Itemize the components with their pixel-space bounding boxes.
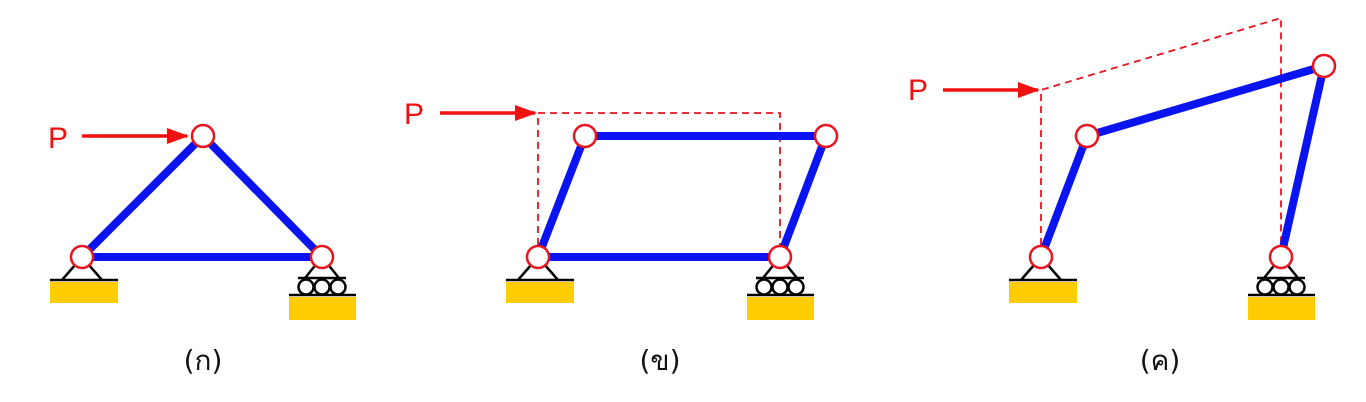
roller-wheel-icon	[313, 278, 331, 296]
member	[776, 132, 830, 261]
roller-wheel-icon	[787, 278, 805, 296]
load-label: P	[908, 74, 928, 107]
figure-2: P (ข)	[404, 98, 839, 377]
displaced-shape-dashed	[537, 112, 781, 257]
hinge-node	[767, 244, 793, 270]
load-label: P	[48, 122, 68, 155]
hinge-node	[69, 244, 95, 270]
ground-block	[1248, 297, 1315, 320]
figure-caption: (ก)	[184, 344, 223, 377]
ground-block	[50, 282, 118, 303]
hinge-node	[572, 123, 598, 149]
roller-wheel-icon	[297, 278, 315, 296]
hinge-node	[309, 244, 335, 270]
hinge-node	[525, 244, 551, 270]
ground-block	[289, 297, 356, 320]
roller-wheel-icon	[329, 278, 347, 296]
member	[1277, 62, 1328, 261]
ground-block	[1009, 282, 1077, 303]
roller-support-icon	[289, 256, 356, 297]
hinge-node	[1311, 53, 1337, 79]
hinge-node	[190, 123, 216, 149]
hinge-node	[1268, 244, 1294, 270]
ground-block	[506, 282, 574, 303]
roller-support-icon	[747, 256, 814, 297]
roller-wheel-icon	[755, 278, 773, 296]
figure-caption: (ข)	[640, 344, 681, 377]
member	[199, 132, 326, 261]
figure-1: P (ก)	[48, 122, 356, 377]
hinge-node	[1028, 244, 1054, 270]
member	[1083, 62, 1328, 140]
hinge-node	[1074, 123, 1100, 149]
member	[1037, 132, 1091, 261]
load-label: P	[404, 98, 424, 131]
hinge-node	[813, 123, 839, 149]
figure-caption: (ค)	[1140, 344, 1181, 377]
roller-wheel-icon	[771, 278, 789, 296]
roller-wheel-icon	[1272, 278, 1290, 296]
member	[534, 132, 589, 261]
member	[78, 132, 207, 261]
figure-3: P (ค)	[908, 16, 1337, 377]
displaced-shape-dashed	[1040, 16, 1282, 257]
roller-wheel-icon	[1256, 278, 1274, 296]
ground-block	[747, 297, 814, 320]
roller-support-icon	[1248, 256, 1315, 297]
roller-wheel-icon	[1288, 278, 1306, 296]
